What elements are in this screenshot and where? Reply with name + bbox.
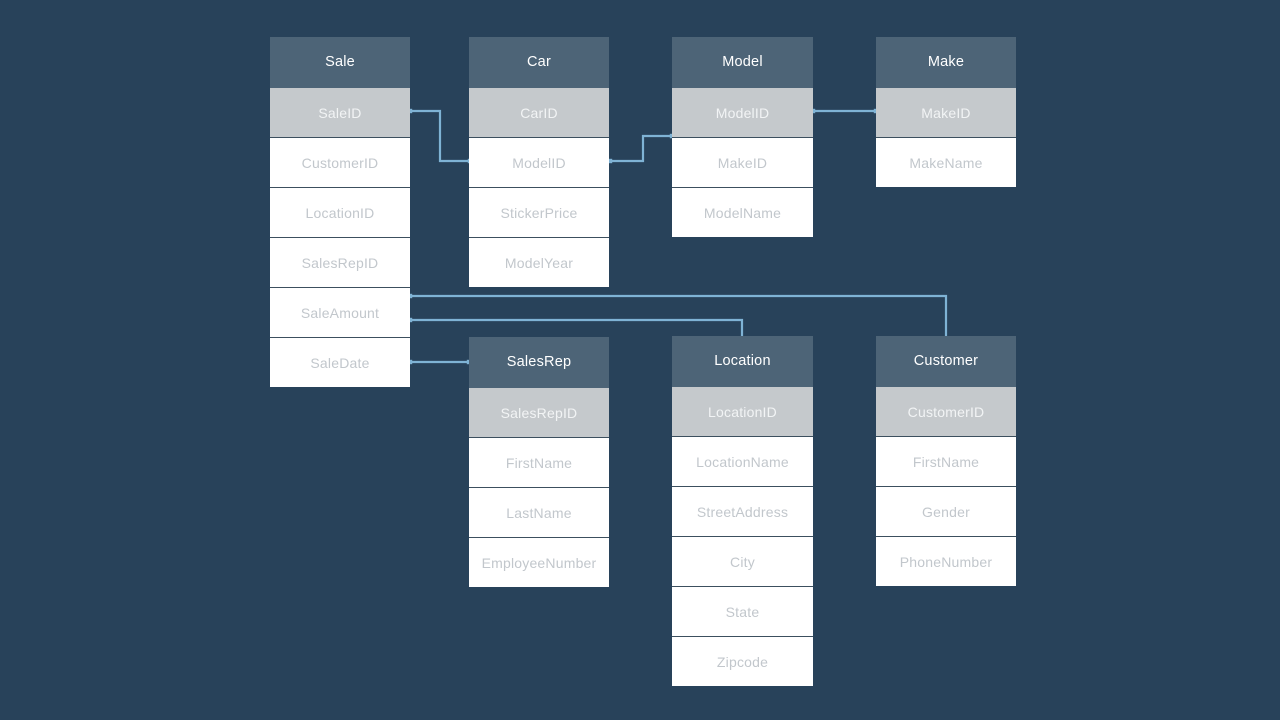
- field-sale-locationid[interactable]: LocationID: [270, 187, 410, 237]
- relationship-line-car-model: [610, 134, 672, 163]
- relationship-line-sale-car: [410, 109, 470, 163]
- field-location-locationname[interactable]: LocationName: [672, 436, 813, 486]
- table-title-make: Make: [876, 37, 1016, 87]
- field-salesrep-employeenumber[interactable]: EmployeeNumber: [469, 537, 609, 587]
- field-sale-customerid[interactable]: CustomerID: [270, 137, 410, 187]
- field-sale-saledate[interactable]: SaleDate: [270, 337, 410, 387]
- field-location-streetaddress[interactable]: StreetAddress: [672, 486, 813, 536]
- table-title-sale: Sale: [270, 37, 410, 87]
- primary-key-field-salesrep-salesrepid[interactable]: SalesRepID: [469, 387, 609, 437]
- field-car-modelid[interactable]: ModelID: [469, 137, 609, 187]
- field-sale-saleamount[interactable]: SaleAmount: [270, 287, 410, 337]
- table-title-car: Car: [469, 37, 609, 87]
- relationship-line-sale-customer: [410, 294, 948, 340]
- table-title-customer: Customer: [876, 336, 1016, 386]
- primary-key-field-sale-saleid[interactable]: SaleID: [270, 87, 410, 137]
- field-location-city[interactable]: City: [672, 536, 813, 586]
- field-location-zipcode[interactable]: Zipcode: [672, 636, 813, 686]
- field-make-makename[interactable]: MakeName: [876, 137, 1016, 187]
- primary-key-field-car-carid[interactable]: CarID: [469, 87, 609, 137]
- primary-key-field-make-makeid[interactable]: MakeID: [876, 87, 1016, 137]
- field-model-makeid[interactable]: MakeID: [672, 137, 813, 187]
- field-sale-salesrepid[interactable]: SalesRepID: [270, 237, 410, 287]
- field-customer-gender[interactable]: Gender: [876, 486, 1016, 536]
- field-salesrep-lastname[interactable]: LastName: [469, 487, 609, 537]
- field-location-state[interactable]: State: [672, 586, 813, 636]
- table-title-salesrep: SalesRep: [469, 337, 609, 387]
- primary-key-field-model-modelid[interactable]: ModelID: [672, 87, 813, 137]
- field-car-modelyear[interactable]: ModelYear: [469, 237, 609, 287]
- field-customer-firstname[interactable]: FirstName: [876, 436, 1016, 486]
- field-model-modelname[interactable]: ModelName: [672, 187, 813, 237]
- table-title-location: Location: [672, 336, 813, 386]
- primary-key-field-location-locationid[interactable]: LocationID: [672, 386, 813, 436]
- field-salesrep-firstname[interactable]: FirstName: [469, 437, 609, 487]
- primary-key-field-customer-customerid[interactable]: CustomerID: [876, 386, 1016, 436]
- field-customer-phonenumber[interactable]: PhoneNumber: [876, 536, 1016, 586]
- field-car-stickerprice[interactable]: StickerPrice: [469, 187, 609, 237]
- table-title-model: Model: [672, 37, 813, 87]
